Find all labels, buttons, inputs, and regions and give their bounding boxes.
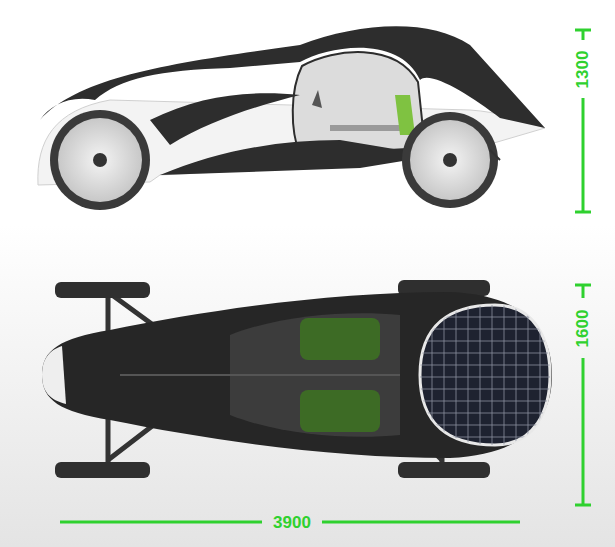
ground xyxy=(0,225,615,547)
top-view xyxy=(42,280,555,478)
dimension-label: 1600 xyxy=(574,307,591,349)
dimension-label: 3900 xyxy=(271,514,313,531)
dimension-lines xyxy=(60,30,591,522)
dimension-label: 1300 xyxy=(574,48,591,90)
side-view xyxy=(38,26,545,210)
